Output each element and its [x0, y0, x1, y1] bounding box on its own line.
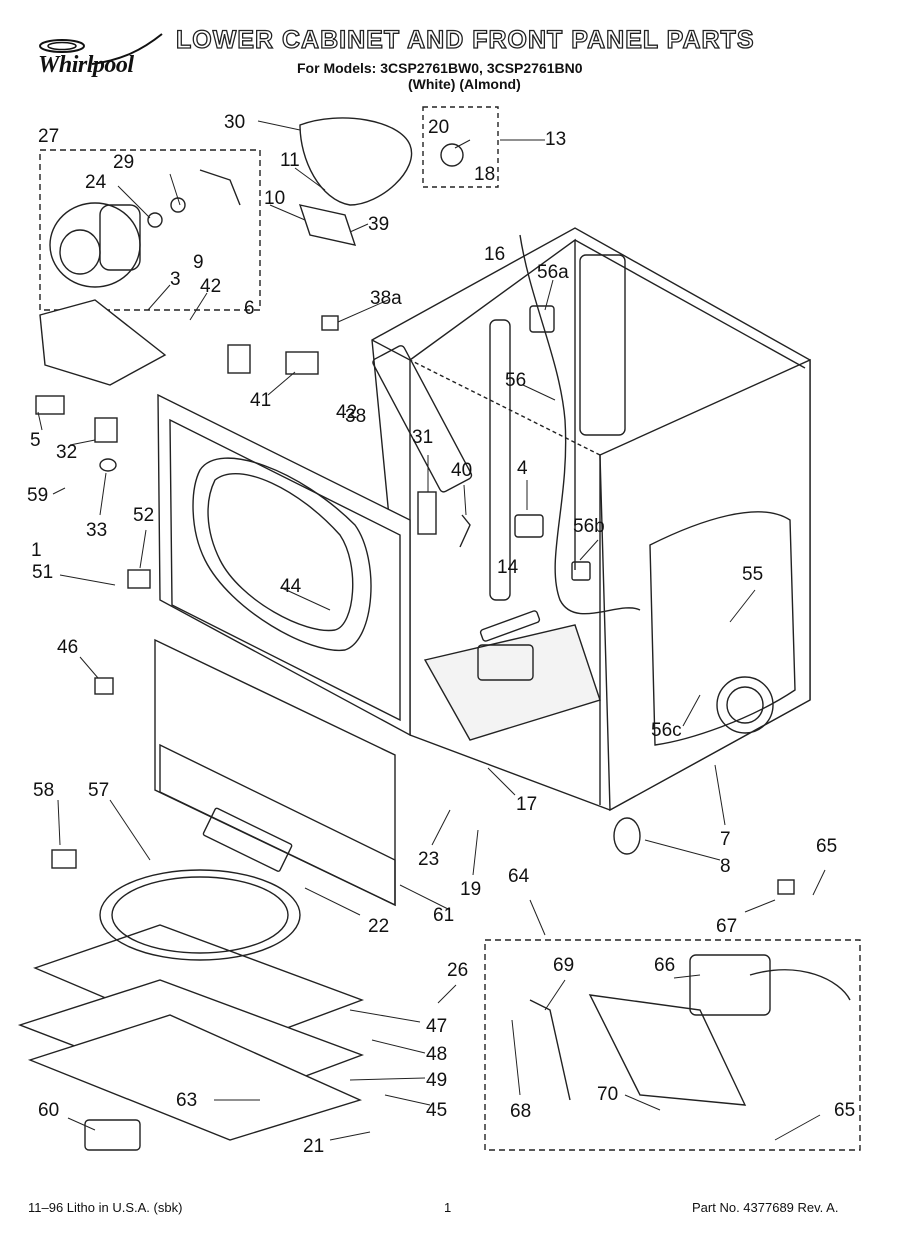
callout-labels: 27 29 24 9 3 42 30 11 10 39 20 13 18 16 … — [27, 112, 855, 1157]
callout-63: 63 — [176, 1090, 197, 1111]
callout-56c: 56c — [651, 720, 682, 741]
callout-26: 26 — [447, 960, 468, 981]
callout-10: 10 — [264, 188, 285, 209]
callout-65-lower: 65 — [834, 1100, 855, 1121]
front-panel — [157, 393, 411, 737]
callout-19: 19 — [460, 879, 481, 900]
callout-52: 52 — [133, 505, 154, 526]
callout-69: 69 — [553, 955, 574, 976]
callout-33: 33 — [86, 520, 107, 541]
callout-38a: 38a — [370, 288, 402, 309]
callout-38: 38 — [345, 406, 366, 427]
callout-45: 45 — [426, 1100, 447, 1121]
callout-7: 7 — [720, 829, 731, 850]
callout-9: 9 — [193, 252, 204, 273]
callout-51: 51 — [32, 562, 53, 583]
callout-57: 57 — [88, 780, 109, 801]
callout-44: 44 — [280, 576, 302, 597]
callout-29: 29 — [113, 152, 134, 173]
callout-17: 17 — [516, 794, 537, 815]
callout-21: 21 — [303, 1136, 324, 1157]
footer-page-number: 1 — [444, 1200, 452, 1215]
callout-58: 58 — [33, 780, 54, 801]
base-assembly — [17, 869, 365, 1151]
callout-32: 32 — [56, 442, 77, 463]
callout-13: 13 — [545, 129, 566, 150]
drive-motor — [39, 149, 261, 311]
callout-60: 60 — [38, 1100, 59, 1121]
callout-16: 16 — [484, 244, 505, 265]
cabinet-shell — [371, 227, 811, 812]
callout-14: 14 — [497, 557, 519, 578]
callout-42-lower: 42 — [336, 402, 357, 423]
whirlpool-logo-swirl — [39, 33, 163, 65]
callout-67: 67 — [716, 916, 737, 937]
callout-64: 64 — [508, 866, 530, 887]
callout-56b: 56b — [573, 516, 605, 537]
drive-belt — [299, 117, 413, 206]
callout-22: 22 — [368, 916, 389, 937]
toe-panel — [154, 638, 396, 907]
callout-40: 40 — [451, 460, 472, 481]
callout-65-upper: 65 — [816, 836, 837, 857]
callout-24: 24 — [85, 172, 107, 193]
callout-59: 59 — [27, 485, 48, 506]
callout-56: 56 — [505, 370, 526, 391]
callout-3: 3 — [170, 269, 181, 290]
motor-mount — [35, 299, 167, 472]
callout-5: 5 — [30, 430, 41, 451]
callout-61: 61 — [433, 905, 454, 926]
callout-11: 11 — [280, 150, 300, 171]
callout-49: 49 — [426, 1070, 447, 1091]
callout-4: 4 — [517, 458, 528, 479]
brand-logo-text: Whirlpool — [38, 52, 134, 78]
callout-27: 27 — [38, 126, 59, 147]
callout-46: 46 — [57, 637, 78, 658]
callout-42-upper: 42 — [200, 276, 221, 297]
callout-48: 48 — [426, 1044, 447, 1065]
callout-23: 23 — [418, 849, 439, 870]
callout-47: 47 — [426, 1016, 447, 1037]
callout-39: 39 — [368, 214, 389, 235]
callout-31: 31 — [412, 427, 433, 448]
callout-18: 18 — [474, 164, 495, 185]
callout-56a: 56a — [537, 262, 569, 283]
callout-66: 66 — [654, 955, 675, 976]
callout-20: 20 — [428, 117, 449, 138]
model-numbers: For Models: 3CSP2761BW0, 3CSP2761BN0 — [297, 60, 583, 76]
heater-assembly — [529, 954, 851, 1106]
model-colors: (White) (Almond) — [408, 76, 521, 92]
callout-6: 6 — [244, 298, 255, 319]
callout-30: 30 — [224, 112, 245, 133]
callout-68: 68 — [510, 1101, 531, 1122]
callout-8: 8 — [720, 856, 731, 877]
callout-70: 70 — [597, 1084, 618, 1105]
page-title: LOWER CABINET AND FRONT PANEL PARTS — [175, 25, 755, 54]
leader-lines — [37, 120, 826, 1141]
footer-part-number: Part No. 4377689 Rev. A. — [692, 1200, 839, 1215]
callout-55: 55 — [742, 564, 763, 585]
callout-41: 41 — [250, 390, 271, 411]
footer-print-info: 11–96 Litho in U.S.A. (sbk) — [28, 1200, 183, 1215]
callout-1: 1 — [31, 540, 42, 561]
